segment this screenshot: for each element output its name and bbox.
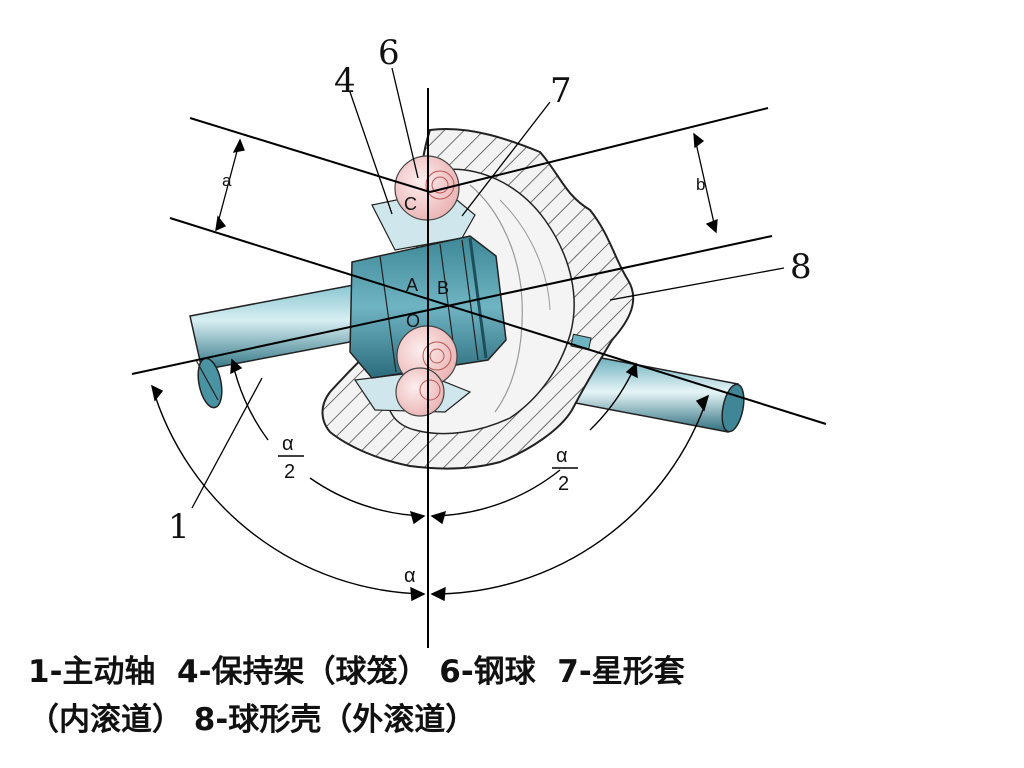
cv-joint-diagram: 4 6 7 8 1 A B O C a b α 2 α 2 α: [131, 33, 827, 648]
figure-caption: 1-主动轴 4-保持架（球笼） 6-钢球 7-星形套 （内滚道） 8-球形壳（外…: [28, 648, 988, 744]
label-part-4: 4: [334, 61, 356, 101]
label-part-8: 8: [790, 247, 812, 287]
label-point-o: O: [406, 311, 420, 331]
label-angle-alpha: α: [404, 565, 416, 587]
half-angle-left-den: 2: [284, 461, 295, 483]
label-part-1: 1: [168, 507, 190, 547]
label-distance-b: b: [696, 175, 705, 194]
half-angle-right-num: α: [556, 445, 568, 467]
label-part-6: 6: [378, 33, 400, 73]
angle-arcs: [151, 358, 710, 602]
half-angle-right: α 2: [552, 445, 578, 495]
label-point-b: B: [437, 278, 449, 298]
dimension-arrows: [215, 132, 718, 234]
label-part-7: 7: [550, 71, 572, 111]
caption-line-2: （内滚道） 8-球形壳（外滚道）: [28, 702, 477, 738]
leader-lines: [191, 67, 785, 509]
caption-line-1: 1-主动轴 4-保持架（球笼） 6-钢球 7-星形套: [28, 654, 685, 690]
half-angle-right-den: 2: [558, 473, 569, 495]
label-point-a: A: [406, 275, 418, 295]
label-distance-a: a: [222, 171, 232, 190]
construction-lines: [131, 88, 827, 648]
half-angle-left-num: α: [282, 433, 294, 455]
output-shaft: [559, 351, 745, 433]
label-point-c: C: [404, 194, 417, 214]
half-angle-left: α 2: [278, 433, 304, 483]
